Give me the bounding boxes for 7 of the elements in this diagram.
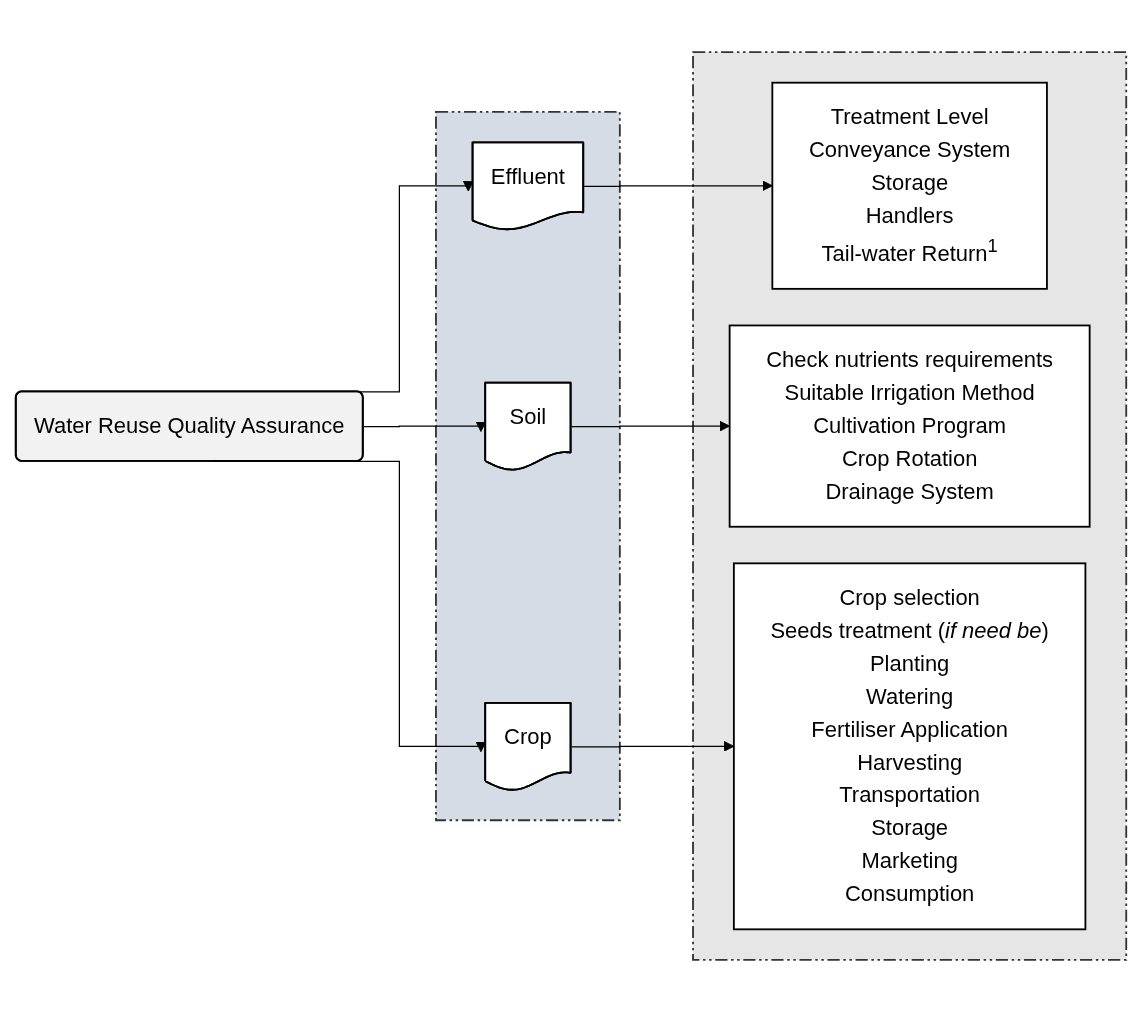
arrow <box>583 180 773 192</box>
cluster <box>435 110 621 822</box>
cluster <box>692 51 1128 961</box>
node-box: Crop selection Seeds treatment (if need be) Planting Watering Fertiliser Application Harvesting Transportation Storage Marketing Consumption <box>732 562 1087 931</box>
node-box: Treatment Level Conveyance System Storage Handlers Tail-water Return$^{1}$ <box>771 81 1048 290</box>
arrow <box>362 421 487 432</box>
node-box: Check nutrients requirements Suitable Irrigation Method Cultivation Program Crop Rotation Drainage System <box>728 324 1091 528</box>
